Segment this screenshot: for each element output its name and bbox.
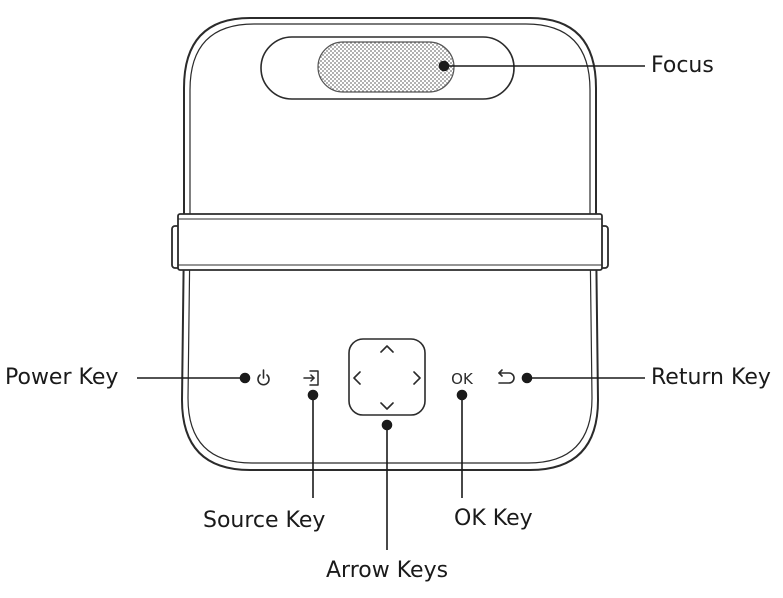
device-body bbox=[180, 17, 600, 471]
return-icon[interactable] bbox=[498, 369, 515, 384]
arrow-keys-label: Arrow Keys bbox=[326, 558, 449, 583]
callout-lines bbox=[137, 60, 645, 550]
arrow-up-icon[interactable] bbox=[380, 345, 394, 353]
source-icon[interactable] bbox=[303, 370, 319, 386]
arrow-right-icon[interactable] bbox=[413, 371, 421, 385]
power-key-label: Power Key bbox=[5, 365, 119, 390]
arrow-down-icon[interactable] bbox=[380, 402, 394, 410]
ok-glyph[interactable]: OK bbox=[451, 370, 474, 388]
source-key-label: Source Key bbox=[203, 508, 326, 533]
power-icon[interactable] bbox=[257, 369, 270, 386]
ok-key-label: OK Key bbox=[454, 506, 533, 531]
return-key-label: Return Key bbox=[651, 365, 771, 390]
arrow-pad[interactable] bbox=[348, 338, 426, 416]
arrow-left-icon[interactable] bbox=[353, 371, 361, 385]
strap-band bbox=[171, 213, 609, 271]
focus-wheel[interactable] bbox=[317, 41, 455, 93]
focus-label: Focus bbox=[651, 53, 714, 78]
